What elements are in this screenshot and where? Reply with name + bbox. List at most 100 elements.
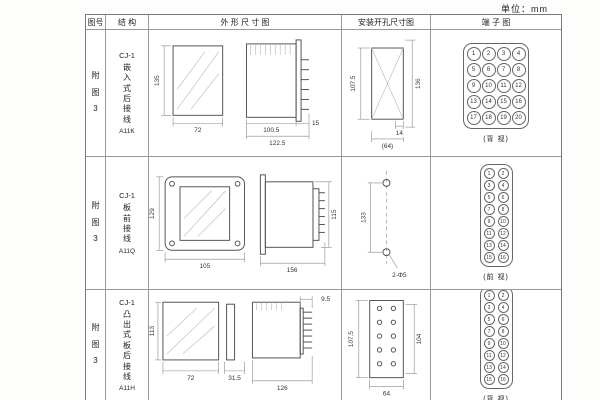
structure-desc: 嵌入式后接线 (123, 62, 131, 124)
row2-fig-cell: 附图3 (86, 157, 106, 290)
row2-install-cell: 133 2-Φ5 (342, 157, 431, 290)
terminal-12: 12 (497, 228, 509, 239)
dim-cutout-h: 107.5 (350, 75, 357, 91)
col-header-install: 安装开孔尺寸图 (342, 15, 431, 30)
terminal-15: 15 (483, 374, 495, 385)
dim-width: 72 (194, 127, 202, 134)
model-name: CJ-1 (119, 297, 135, 307)
terminal-1: 1 (483, 168, 495, 179)
install-drawing-a11k: 107.5 136 14 (64) (350, 39, 422, 150)
terminal-10: 10 (481, 78, 496, 93)
terminal-15: 15 (496, 94, 511, 109)
dim-depth: 100.5 (263, 127, 280, 134)
terminal-14: 14 (481, 94, 496, 109)
terminal-2: 2 (497, 168, 509, 179)
col-header-fig: 图号 (86, 15, 106, 30)
terminal-3: 3 (483, 180, 495, 191)
terminal-2: 2 (497, 290, 509, 301)
terminal-12: 12 (497, 350, 509, 361)
unit-label: 单位：mm (501, 4, 548, 14)
model-code: A11K (119, 128, 135, 136)
terminal-6: 6 (497, 314, 509, 325)
dim-holes: 2-Φ5 (392, 272, 407, 279)
model-code: A11Q (118, 247, 136, 255)
install-drawing-a11q: 133 2-Φ5 (361, 171, 407, 279)
terminal-5: 5 (483, 314, 495, 325)
row1-fig-cell: 附图3 (86, 30, 106, 157)
terminal-10: 10 (497, 338, 509, 349)
terminal-13: 13 (483, 240, 495, 251)
terminal-1: 1 (466, 46, 481, 61)
row3-fig-cell: 附图3 (86, 290, 106, 400)
terminal-13: 13 (466, 94, 481, 109)
fig-no: 附图3 (91, 200, 100, 244)
row1-install-cell: 107.5 136 14 (64) (342, 30, 431, 157)
outline-drawing-a11k: 135 72 (154, 39, 320, 147)
dim-h-left: 107.5 (348, 331, 355, 347)
structure-desc: 板前接线 (123, 203, 131, 244)
terminal-14: 14 (497, 240, 509, 251)
structure-desc: 凸出式板后接线 (123, 309, 131, 381)
dim-height: 113 (149, 326, 156, 337)
terminal-6: 6 (481, 62, 496, 77)
dim-overall-h: 136 (415, 78, 422, 89)
terminal-8: 8 (497, 326, 509, 337)
terminal-14: 14 (497, 362, 509, 373)
dim-hole-span: 133 (361, 212, 368, 223)
col-header-terminal: 端 子 图 (431, 15, 561, 30)
dim-side-h: 115 (331, 209, 338, 220)
terminal-9: 9 (466, 78, 481, 93)
terminal-4: 4 (511, 46, 526, 61)
fig-no: 附图3 (91, 322, 100, 366)
terminal-16: 16 (511, 94, 526, 109)
row2-outline-cell: 129 105 156 (149, 157, 342, 290)
model-name: CJ-1 (119, 50, 135, 60)
row1-outline-cell: 135 72 (149, 30, 342, 157)
dim-bracket: 31.5 (228, 375, 241, 382)
terminal-3: 3 (496, 46, 511, 61)
terminal-1: 1 (483, 290, 495, 301)
dim-install-width: 64 (383, 390, 391, 397)
dim-total-depth: 122.5 (269, 140, 286, 147)
outline-drawing-a11h: 113 72 31.5 (149, 296, 330, 392)
dim-depth: 126 (277, 385, 288, 392)
terminal-8: 8 (497, 204, 509, 215)
view-label: (前 视) (483, 274, 509, 281)
terminal-9: 9 (483, 338, 495, 349)
view-label: (背 视) (483, 396, 509, 400)
model-name: CJ-1 (119, 191, 135, 201)
dim-width: 72 (187, 375, 195, 382)
dim-pin-len: 15 (312, 120, 320, 127)
terminal-9: 9 (483, 216, 495, 227)
dim-tab: 14 (396, 130, 404, 137)
terminal-4: 4 (497, 302, 509, 313)
fig-no: 附图3 (91, 70, 100, 114)
col-header-structure: 结 构 (106, 15, 149, 30)
dim-h-right: 104 (416, 333, 423, 344)
row2-structure-cell: CJ-1 板前接线 A11Q (106, 157, 149, 290)
row3-install-cell: 107.5 104 64 (342, 290, 431, 400)
terminal-10: 10 (497, 216, 509, 227)
model-code: A11H (119, 385, 135, 393)
terminal-5: 5 (466, 62, 481, 77)
terminal-6: 6 (497, 192, 509, 203)
col-header-outline: 外 形 尺 寸 图 (149, 15, 342, 30)
terminal-5: 5 (483, 192, 495, 203)
terminal-3: 3 (483, 302, 495, 313)
dim-height: 129 (149, 208, 156, 219)
terminal-20: 20 (511, 110, 526, 125)
terminal-2: 2 (481, 46, 496, 61)
install-drawing-a11h: 107.5 104 64 (348, 300, 423, 397)
dim-depth: 156 (287, 267, 298, 274)
dim-width: 105 (199, 263, 210, 270)
terminal-13: 13 (483, 362, 495, 373)
dimension-table: 图号 结 构 外 形 尺 寸 图 安装开孔尺寸图 端 子 图 附图3 CJ-1 … (85, 14, 562, 400)
